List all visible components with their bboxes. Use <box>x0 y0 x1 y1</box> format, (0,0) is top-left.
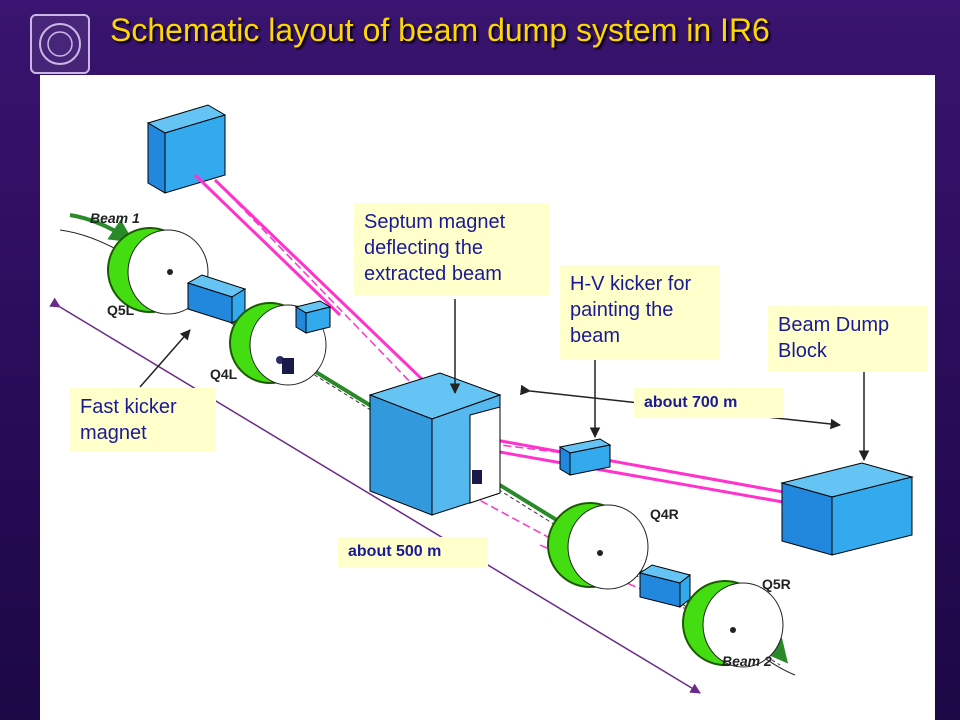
fast-kicker-pointer <box>139 329 191 388</box>
quadrupole-q4r <box>547 502 649 590</box>
page-title: Schematic layout of beam dump system in … <box>110 12 770 48</box>
q5l-label: Q5L <box>107 302 135 318</box>
beam2-label: Beam 2 <box>722 653 772 669</box>
lower-kicker-block <box>638 564 692 609</box>
fast-kicker-magnet <box>186 274 247 324</box>
upper-dump-block <box>146 104 227 194</box>
q4r-label: Q4R <box>650 506 679 522</box>
upper-kicker-block <box>294 300 332 334</box>
quadrupole-q5r <box>682 580 784 668</box>
hv-kicker-callout: H-V kicker for painting the beam <box>560 265 720 359</box>
distance-arrow-500m <box>49 297 701 694</box>
dump-block-callout: Beam Dump Block <box>768 306 928 372</box>
q5r-label: Q5R <box>762 576 791 592</box>
beam-dump-diagram <box>49 104 914 694</box>
cern-logo <box>30 14 90 74</box>
beam1-label: Beam 1 <box>90 210 140 226</box>
septum-callout: Septum magnet deflecting the extracted b… <box>354 203 549 295</box>
distance-700m-label: about 700 m <box>634 388 784 418</box>
distance-500m-label: about 500 m <box>338 537 488 567</box>
beam-dump-block <box>780 462 914 556</box>
q4l-label: Q4L <box>210 366 238 382</box>
septum-magnet <box>368 372 502 516</box>
fast-kicker-callout: Fast kicker magnet <box>70 388 216 452</box>
cern-logo-icon <box>39 23 81 65</box>
